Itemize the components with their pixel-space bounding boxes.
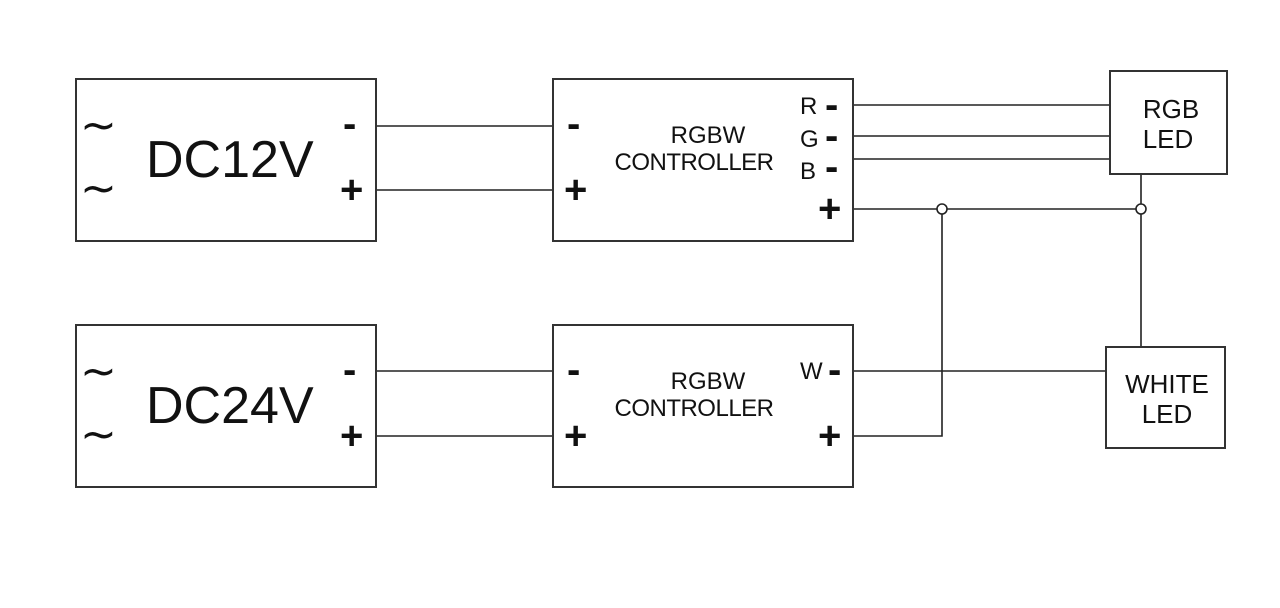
negative-terminal-label: - bbox=[343, 102, 356, 146]
power-supply-dc12v: ~ ~ DC12V - + bbox=[75, 78, 377, 242]
ac-input-symbol: ~ bbox=[80, 163, 117, 214]
positive-terminal-label: + bbox=[340, 414, 363, 458]
output-positive-label: + bbox=[818, 187, 841, 231]
output-b-label: B bbox=[800, 158, 816, 185]
output-positive-label: + bbox=[818, 414, 841, 458]
power-supply-box bbox=[75, 324, 377, 488]
controller-subtitle: CONTROLLER bbox=[614, 395, 773, 422]
white-led-label-line2: LED bbox=[1142, 399, 1193, 429]
junction-node-1 bbox=[936, 203, 948, 215]
power-supply-box bbox=[75, 78, 377, 242]
input-positive-label: + bbox=[564, 168, 587, 212]
wire-ctrl2-pos bbox=[853, 209, 943, 437]
ac-input-symbol: ~ bbox=[80, 346, 117, 397]
power-supply-dc24v: ~ ~ DC24V - + bbox=[75, 324, 377, 488]
white-led-box bbox=[1105, 346, 1226, 449]
negative-terminal-label: - bbox=[343, 348, 356, 392]
power-supply-label: DC24V bbox=[146, 377, 314, 435]
white-led: WHITE LED bbox=[1105, 346, 1226, 449]
input-positive-label: + bbox=[564, 414, 587, 458]
junction-node-2 bbox=[1135, 203, 1147, 215]
controller-box bbox=[552, 324, 854, 488]
output-w-sign: - bbox=[828, 348, 841, 392]
wires bbox=[376, 104, 1147, 437]
rgb-led: RGB LED bbox=[1109, 70, 1228, 175]
output-w-label: W bbox=[800, 358, 823, 385]
rgb-led-label-line1: RGB bbox=[1143, 94, 1199, 124]
ac-input-symbol: ~ bbox=[80, 409, 117, 460]
input-negative-label: - bbox=[567, 102, 580, 146]
controller-box bbox=[552, 78, 854, 242]
controller-title: RGBW bbox=[671, 122, 746, 149]
controller-subtitle: CONTROLLER bbox=[614, 149, 773, 176]
input-negative-label: - bbox=[567, 348, 580, 392]
rgb-led-label-line2: LED bbox=[1143, 124, 1194, 154]
rgbw-controller-2: - + RGBW CONTROLLER W - + bbox=[552, 324, 854, 488]
white-led-label-line1: WHITE bbox=[1125, 369, 1209, 399]
rgb-led-box bbox=[1109, 70, 1228, 175]
ac-input-symbol: ~ bbox=[80, 100, 117, 151]
output-b-sign: - bbox=[825, 145, 838, 189]
output-r-sign: - bbox=[825, 83, 838, 127]
positive-terminal-label: + bbox=[340, 168, 363, 212]
power-supply-label: DC12V bbox=[146, 131, 314, 189]
controller-title: RGBW bbox=[671, 368, 746, 395]
output-g-sign: - bbox=[825, 114, 838, 158]
rgbw-controller-1: - + RGBW CONTROLLER R - G - B - + bbox=[552, 78, 854, 242]
output-g-label: G bbox=[800, 126, 819, 153]
output-r-label: R bbox=[800, 93, 817, 120]
